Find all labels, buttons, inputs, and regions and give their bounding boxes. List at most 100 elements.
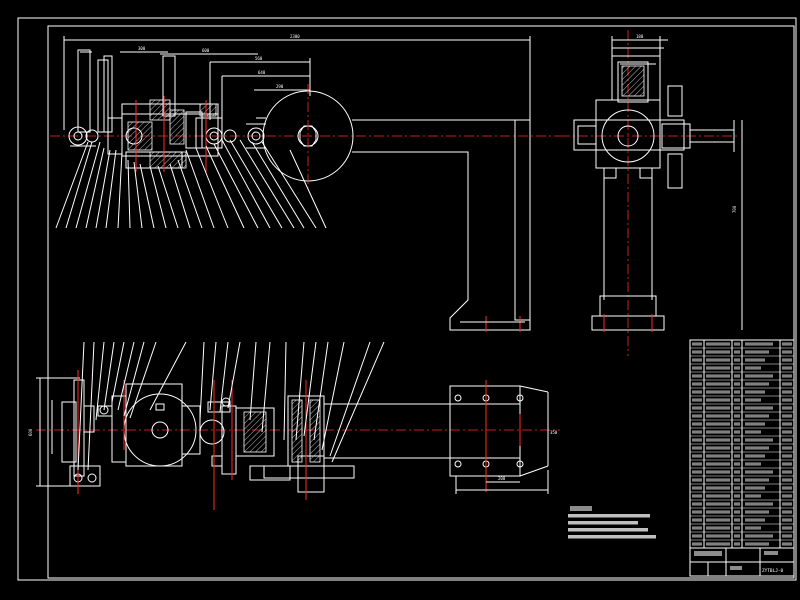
parts-cell-mark: [745, 542, 769, 546]
parts-cell-mark: [692, 342, 702, 346]
parts-cell-mark: [706, 502, 730, 506]
parts-cell-mark: [734, 446, 740, 450]
svg-text:290: 290: [276, 84, 284, 89]
parts-cell-mark: [692, 478, 702, 482]
parts-cell-mark: [745, 358, 765, 362]
parts-cell-mark: [782, 526, 792, 530]
parts-cell-mark: [734, 462, 740, 466]
parts-cell-mark: [782, 502, 792, 506]
parts-cell-mark: [692, 422, 702, 426]
svg-text:350: 350: [550, 430, 558, 435]
parts-cell-mark: [782, 406, 792, 410]
part-number: ZYTBLJ-0: [762, 568, 784, 574]
parts-cell-mark: [734, 454, 740, 458]
parts-cell-mark: [692, 366, 702, 370]
parts-cell-mark: [692, 358, 702, 362]
parts-cell-mark: [782, 462, 792, 466]
parts-cell-mark: [782, 470, 792, 474]
parts-cell-mark: [706, 430, 730, 434]
parts-cell-mark: [706, 390, 730, 394]
front-view: 2300 300 600 560 640 290: [50, 34, 560, 332]
parts-cell-mark: [745, 350, 769, 354]
parts-cell-mark: [706, 510, 730, 514]
parts-cell-mark: [706, 494, 730, 498]
parts-cell-mark: [745, 398, 761, 402]
parts-cell-mark: [782, 350, 792, 354]
parts-cell-mark: [692, 430, 702, 434]
parts-cell-mark: [734, 510, 740, 514]
parts-cell-mark: [734, 518, 740, 522]
parts-cell-mark: [706, 374, 730, 378]
parts-cell-mark: [782, 494, 792, 498]
svg-text:700: 700: [732, 205, 737, 213]
parts-cell-mark: [706, 542, 730, 546]
parts-cell-mark: [734, 486, 740, 490]
parts-cell-mark: [706, 382, 730, 386]
parts-cell-mark: [692, 398, 702, 402]
parts-cell-mark: [782, 534, 792, 538]
parts-cell-mark: [782, 398, 792, 402]
parts-cell-mark: [734, 382, 740, 386]
parts-cell-mark: [782, 438, 792, 442]
parts-cell-mark: [692, 486, 702, 490]
parts-cell-mark: [745, 422, 765, 426]
parts-cell-mark: [734, 374, 740, 378]
parts-cell-mark: [734, 438, 740, 442]
parts-cell-mark: [692, 406, 702, 410]
parts-cell-mark: [706, 470, 730, 474]
parts-cell-mark: [782, 366, 792, 370]
parts-cell-mark: [692, 526, 702, 530]
parts-cell-mark: [692, 390, 702, 394]
parts-cell-mark: [745, 430, 761, 434]
parts-cell-mark: [692, 542, 702, 546]
parts-cell-mark: [782, 422, 792, 426]
parts-cell-mark: [734, 478, 740, 482]
parts-cell-mark: [745, 534, 773, 538]
parts-cell-mark: [706, 526, 730, 530]
svg-text:600: 600: [28, 428, 33, 436]
parts-cell-mark: [745, 446, 769, 450]
parts-cell-mark: [782, 374, 792, 378]
parts-cell-mark: [745, 510, 769, 514]
parts-cell-mark: [706, 406, 730, 410]
parts-cell-mark: [734, 502, 740, 506]
parts-cell-mark: [706, 446, 730, 450]
parts-cell-mark: [692, 518, 702, 522]
parts-cell-mark: [692, 494, 702, 498]
plan-view-leaders: [77, 341, 385, 471]
parts-cell-mark: [745, 438, 773, 442]
parts-cell-mark: [734, 430, 740, 434]
svg-text:200: 200: [498, 476, 506, 481]
parts-cell-mark: [782, 358, 792, 362]
parts-cell-mark: [782, 342, 792, 346]
parts-cell-mark: [706, 414, 730, 418]
parts-cell-mark: [734, 390, 740, 394]
parts-cell-mark: [692, 350, 702, 354]
parts-cell-mark: [706, 350, 730, 354]
parts-cell-mark: [692, 462, 702, 466]
parts-cell-mark: [745, 462, 761, 466]
parts-cell-mark: [745, 382, 769, 386]
parts-cell-mark: [782, 478, 792, 482]
parts-cell-mark: [745, 526, 761, 530]
parts-cell-mark: [745, 454, 765, 458]
parts-cell-mark: [745, 494, 761, 498]
parts-cell-mark: [692, 470, 702, 474]
parts-cell-mark: [706, 518, 730, 522]
front-view-leaders: [55, 139, 327, 229]
parts-cell-mark: [782, 542, 792, 546]
parts-cell-mark: [734, 398, 740, 402]
parts-cell-mark: [782, 430, 792, 434]
parts-cell-mark: [745, 366, 761, 370]
parts-cell-mark: [745, 390, 765, 394]
parts-cell-mark: [782, 446, 792, 450]
svg-text:180: 180: [636, 34, 644, 39]
parts-cell-mark: [692, 446, 702, 450]
parts-cell-mark: [782, 390, 792, 394]
parts-cell-mark: [745, 414, 769, 418]
plan-view: 600: [28, 341, 560, 510]
parts-cell-mark: [734, 350, 740, 354]
parts-cell-mark: [745, 486, 765, 490]
parts-cell-mark: [745, 518, 765, 522]
